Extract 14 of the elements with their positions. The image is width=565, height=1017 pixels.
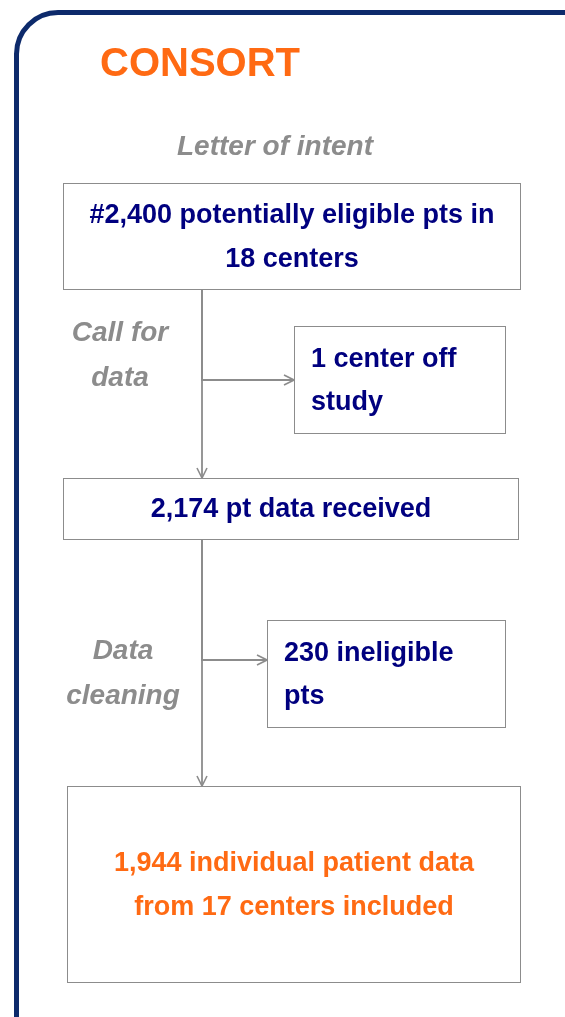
process-box: [294, 326, 506, 434]
phase-label: Letter of intent: [176, 129, 375, 163]
box-text: 2,174 pt data received: [150, 492, 432, 526]
process-box: [63, 183, 521, 290]
process-box: [67, 786, 521, 983]
process-box: [63, 478, 519, 540]
box-text: #2,400 potentially eligible pts in 18 centers: [88, 198, 496, 275]
arrow: [201, 289, 295, 386]
box-text: 1,944 individual patient data from 17 centers included: [112, 846, 476, 923]
title: CONSORT: [100, 40, 300, 85]
box-text: 230 ineligible pts: [284, 635, 455, 712]
arrow: [201, 539, 268, 666]
box-text: 1 center off study: [311, 341, 458, 418]
process-box: [267, 620, 506, 728]
